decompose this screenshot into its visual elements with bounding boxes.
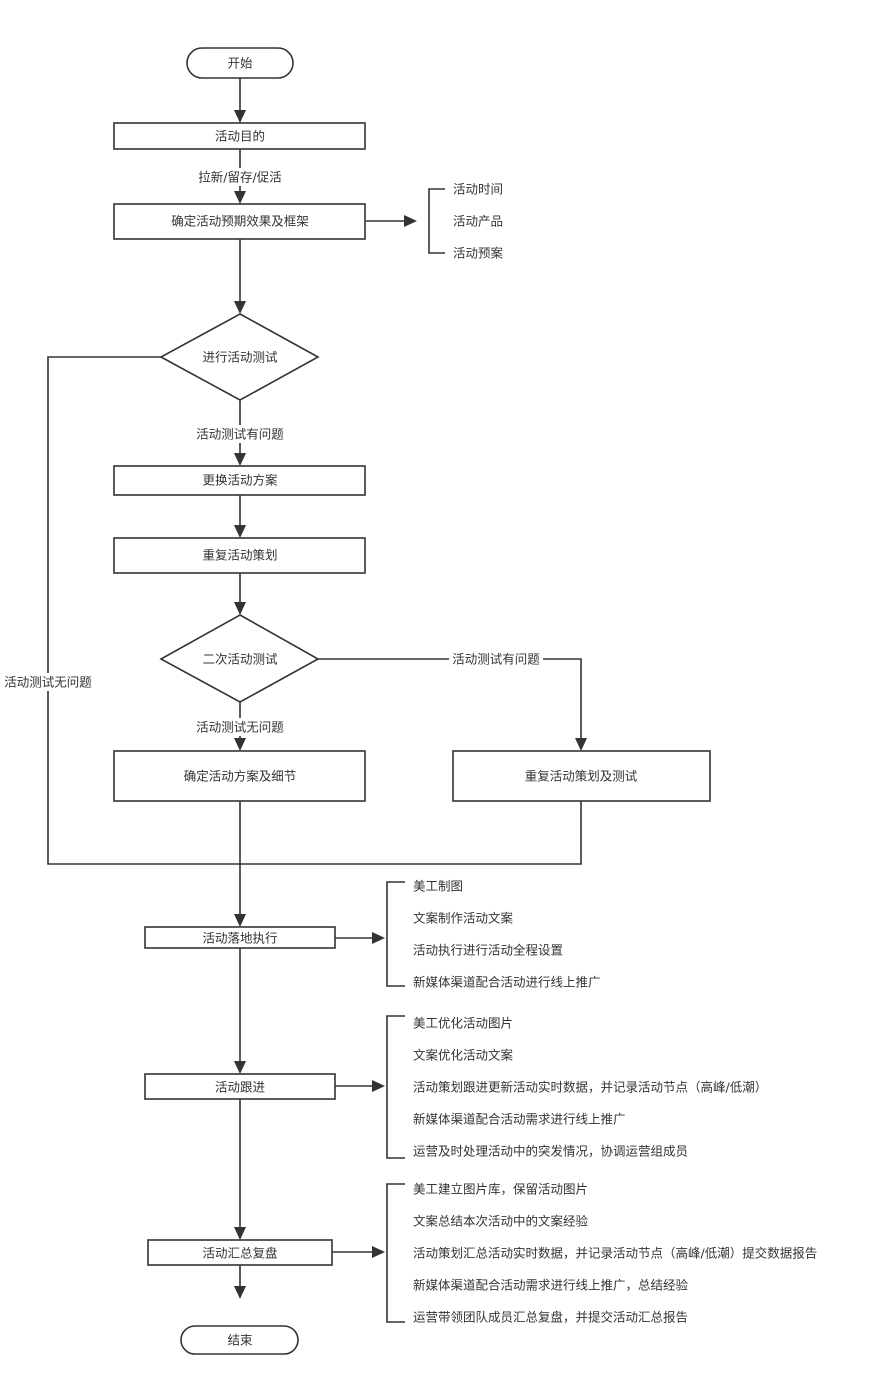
connectors xyxy=(47,78,587,1299)
bracket-frame-notes xyxy=(428,188,445,254)
repeat-test-node: 重复活动策划及测试 xyxy=(452,750,711,802)
edge-label-test2-problem: 活动测试有问题 xyxy=(452,652,540,667)
note-item: 活动策划汇总活动实时数据，并记录活动节点（高峰/低潮）提交数据报告 xyxy=(413,1246,817,1261)
note-item: 文案优化活动文案 xyxy=(413,1048,514,1063)
edge-label-goal-frame: 拉新/留存/促活 xyxy=(198,170,281,185)
note-item: 文案制作活动文案 xyxy=(413,911,514,926)
edge-test1-bypass xyxy=(47,356,240,865)
frame-notes: 活动时间 活动产品 活动预案 xyxy=(453,182,504,261)
confirm-node: 确定活动方案及细节 xyxy=(113,750,366,802)
review-label: 活动汇总复盘 xyxy=(202,1246,277,1261)
bracket-followup-notes xyxy=(386,1015,405,1159)
end-label: 结束 xyxy=(227,1333,253,1348)
arrowhead xyxy=(575,738,587,751)
followup-label: 活动跟进 xyxy=(215,1080,266,1095)
edge-repeat-test-merge xyxy=(240,801,582,865)
note-item: 活动产品 xyxy=(453,214,503,229)
arrowhead xyxy=(234,453,246,466)
start-label: 开始 xyxy=(227,56,253,71)
arrowhead xyxy=(234,191,246,204)
execute-node: 活动落地执行 xyxy=(144,926,336,949)
test2-decision: 二次活动测试 xyxy=(159,614,320,703)
bracket-review-notes xyxy=(386,1183,405,1323)
arrowhead xyxy=(234,738,246,751)
edge-label-test2-ok: 活动测试无问题 xyxy=(196,720,284,735)
bracket-execute-notes xyxy=(386,881,405,987)
replace-node: 更换活动方案 xyxy=(113,465,366,496)
note-item: 活动预案 xyxy=(453,246,504,261)
note-item: 活动策划跟进更新活动实时数据，并记录活动节点（高峰/低潮） xyxy=(413,1080,767,1095)
goal-label: 活动目的 xyxy=(215,129,265,144)
start-node: 开始 xyxy=(186,47,294,79)
note-item: 新媒体渠道配合活动需求进行线上推广，总结经验 xyxy=(413,1278,689,1293)
arrowhead xyxy=(234,1061,246,1074)
arrowhead xyxy=(234,110,246,123)
test2-label: 二次活动测试 xyxy=(202,652,278,667)
note-item: 美工制图 xyxy=(413,879,463,894)
note-item: 活动执行进行活动全程设置 xyxy=(413,943,563,958)
arrowhead xyxy=(234,525,246,538)
goal-node: 活动目的 xyxy=(113,122,366,150)
frame-node: 确定活动预期效果及框架 xyxy=(113,203,366,240)
arrowhead xyxy=(234,602,246,615)
note-item: 活动时间 xyxy=(453,182,503,197)
test1-label: 进行活动测试 xyxy=(202,350,278,365)
note-brackets xyxy=(386,188,445,1323)
confirm-label: 确定活动方案及细节 xyxy=(184,769,297,784)
followup-node: 活动跟进 xyxy=(144,1073,336,1100)
arrowhead xyxy=(372,932,385,944)
frame-label: 确定活动预期效果及框架 xyxy=(171,214,309,229)
review-notes: 美工建立图片库，保留活动图片 文案总结本次活动中的文案经验 活动策划汇总活动实时… xyxy=(413,1182,817,1325)
review-node: 活动汇总复盘 xyxy=(147,1239,333,1266)
end-node: 结束 xyxy=(180,1325,299,1355)
note-item: 运营带领团队成员汇总复盘，并提交活动汇总报告 xyxy=(413,1310,688,1325)
edge-label-test1-ok: 活动测试无问题 xyxy=(4,675,92,690)
arrowhead xyxy=(234,301,246,314)
note-item: 美工优化活动图片 xyxy=(413,1016,513,1031)
replace-label: 更换活动方案 xyxy=(202,473,278,488)
note-item: 新媒体渠道配合活动需求进行线上推广 xyxy=(413,1112,626,1127)
edge-test2-repeat-test xyxy=(318,658,582,741)
arrowhead xyxy=(234,914,246,927)
repeat-node: 重复活动策划 xyxy=(113,537,366,574)
execute-notes: 美工制图 文案制作活动文案 活动执行进行活动全程设置 新媒体渠道配合活动进行线上… xyxy=(413,879,601,990)
note-item: 文案总结本次活动中的文案经验 xyxy=(413,1214,589,1229)
test1-decision: 进行活动测试 xyxy=(159,313,320,401)
note-item: 美工建立图片库，保留活动图片 xyxy=(413,1182,588,1197)
note-item: 运营及时处理活动中的突发情况，协调运营组成员 xyxy=(413,1144,688,1159)
followup-notes: 美工优化活动图片 文案优化活动文案 活动策划跟进更新活动实时数据，并记录活动节点… xyxy=(413,1016,767,1159)
repeat-test-label: 重复活动策划及测试 xyxy=(525,769,638,784)
note-item: 新媒体渠道配合活动进行线上推广 xyxy=(413,975,601,990)
edge-label-test1-problem: 活动测试有问题 xyxy=(196,427,284,442)
arrowhead xyxy=(372,1246,385,1258)
arrowhead xyxy=(404,215,417,227)
arrowhead xyxy=(234,1227,246,1240)
execute-label: 活动落地执行 xyxy=(202,931,277,946)
arrowhead xyxy=(234,1286,246,1299)
repeat-label: 重复活动策划 xyxy=(202,548,277,563)
edge-labels: 拉新/留存/促活 活动测试有问题 活动测试无问题 活动测试无问题 活动测试有问题 xyxy=(2,168,543,736)
arrowhead xyxy=(372,1080,385,1092)
